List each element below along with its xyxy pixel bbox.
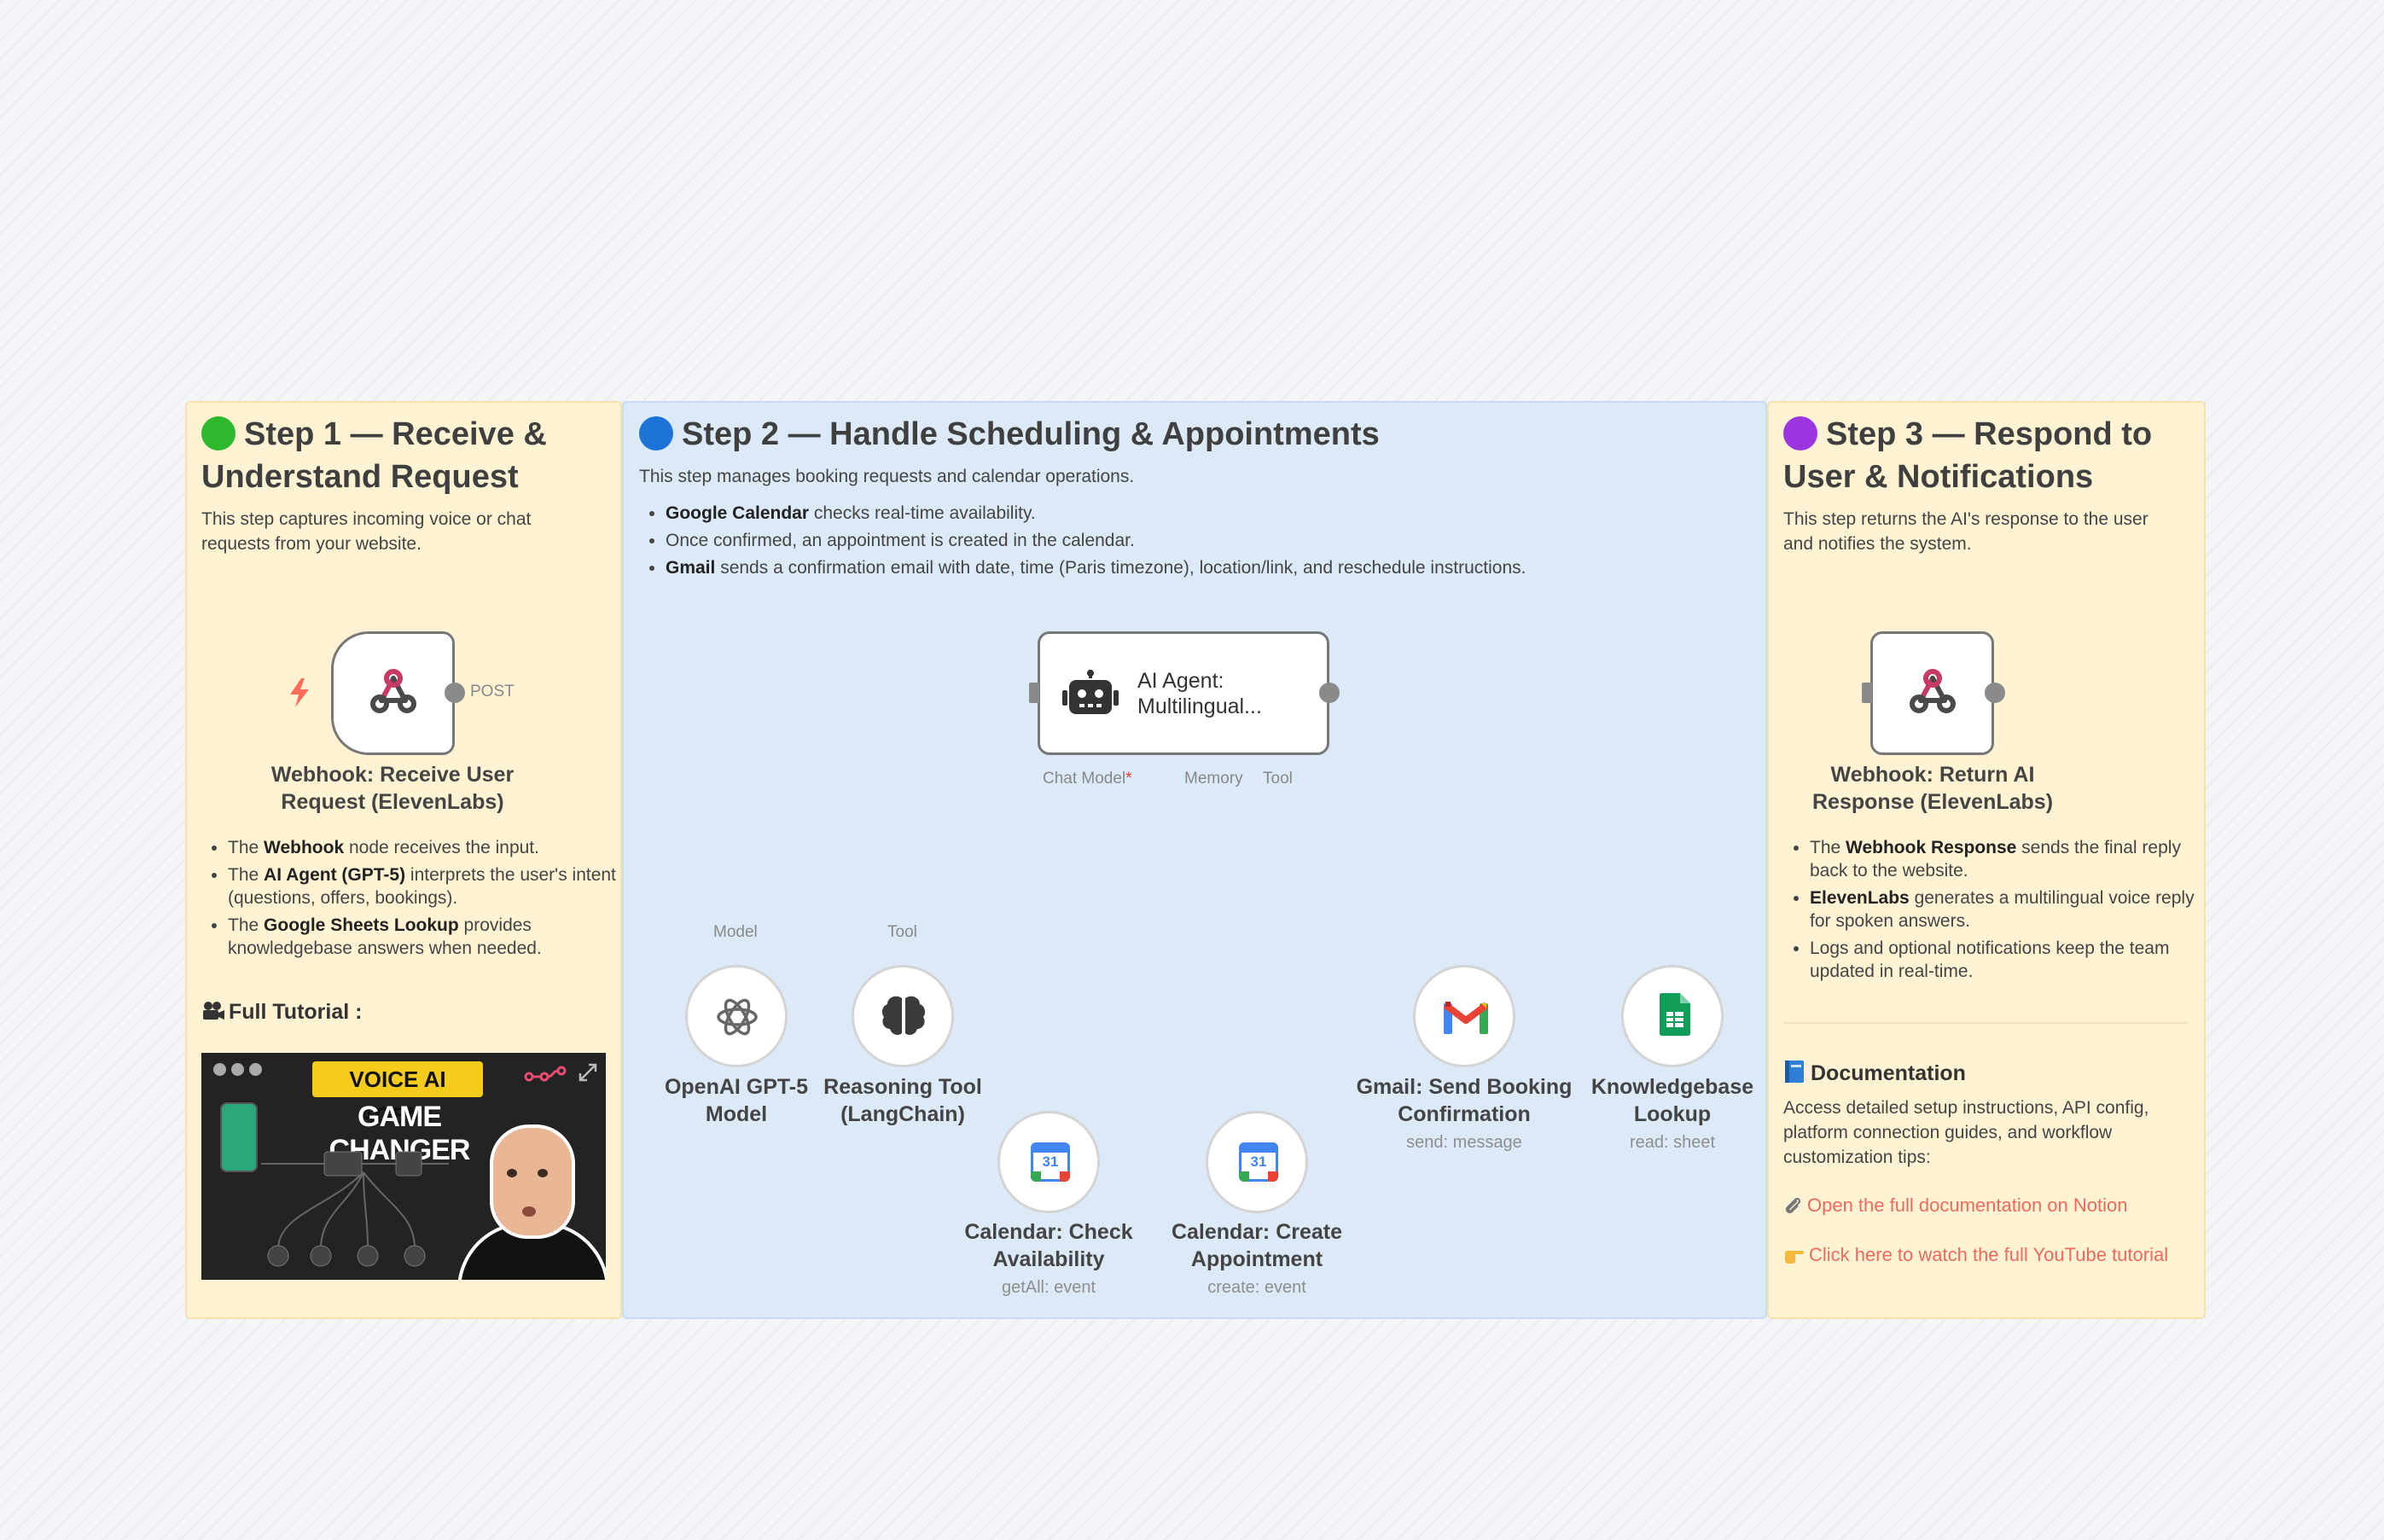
google-sheets-icon (1660, 993, 1690, 1036)
green-circle-icon (201, 416, 235, 450)
window-dots (213, 1063, 262, 1080)
youtube-tutorial-link[interactable]: Click here to watch the full YouTube tut… (1783, 1244, 2168, 1266)
chat-model-port-label: Chat Model* (1043, 770, 1132, 787)
step2-notes: Google Calendar checks real-time availab… (640, 502, 1775, 584)
step3-note: The Webhook Response sends the final rep… (1810, 836, 2211, 882)
blue-circle-icon (639, 416, 673, 450)
step2-title: Step 2 — Handle Scheduling & Appointment… (639, 413, 1748, 456)
step3-description: This step returns the AI's response to t… (1783, 509, 2149, 554)
full-tutorial-heading: Full Tutorial : (201, 1000, 362, 1025)
gmail-icon (1444, 1002, 1488, 1034)
trigger-bolt-icon (290, 678, 309, 707)
step3-note: Logs and optional notifications keep the… (1810, 937, 2211, 983)
reasoning-tool-label: Reasoning Tool(LangChain) (823, 1075, 982, 1126)
step3-note: ElevenLabs generates a multilingual voic… (1810, 886, 2211, 933)
calendar-create-node[interactable]: 31 (1206, 1111, 1308, 1213)
calendar-check-operation: getAll: event (1001, 1278, 1096, 1297)
model-port-label: Model (713, 923, 758, 941)
google-calendar-icon: 31 (1031, 1142, 1070, 1182)
webhook-output-port[interactable] (445, 683, 465, 703)
notion-documentation-link[interactable]: Open the full documentation on Notion (1783, 1194, 2127, 1217)
gmail-operation: send: message (1406, 1133, 1522, 1152)
calendar-create-operation: create: event (1207, 1278, 1306, 1297)
google-calendar-icon: 31 (1239, 1142, 1278, 1182)
step1-description: This step captures incoming voice or cha… (201, 509, 532, 554)
knowledgebase-operation: read: sheet (1629, 1133, 1716, 1152)
step1-note: The Google Sheets Lookup provides knowle… (228, 914, 620, 960)
openai-icon (717, 998, 758, 1036)
step3-notes: The Webhook Response sends the final rep… (1784, 836, 2211, 987)
knowledgebase-node[interactable] (1621, 965, 1724, 1067)
webhook-receive-node[interactable] (331, 631, 455, 755)
film-camera-icon (203, 1002, 224, 1020)
step1-title: Step 1 — Receive & Understand Request (201, 416, 547, 495)
book-icon (1785, 1061, 1804, 1083)
presenter-photo (457, 1121, 606, 1280)
webhook-icon (1910, 669, 1956, 713)
tutorial-video-thumbnail[interactable]: VOICE AI AGENT GAME CHANGER (201, 1053, 606, 1280)
gmail-node[interactable] (1413, 965, 1515, 1067)
purple-circle-icon (1783, 416, 1817, 450)
n8n-logo-icon (524, 1066, 567, 1082)
reasoning-tool-port-label: Tool (887, 923, 917, 941)
webhook-response-node[interactable] (1870, 631, 1994, 755)
robot-icon (1062, 670, 1119, 714)
step2-note: Once confirmed, an appointment is create… (666, 529, 1775, 552)
step1-note: The Webhook node receives the input. (228, 836, 620, 859)
ai-agent-label: AI Agent:Multilingual... (1137, 669, 1262, 718)
step3-panel (1767, 401, 2206, 1319)
documentation-heading: Documentation (1783, 1060, 1966, 1086)
documentation-description: Access detailed setup instructions, API … (1783, 1098, 2149, 1167)
step3-title: Step 3 — Respond to User & Notifications (1783, 416, 2153, 495)
brain-icon (881, 996, 926, 1036)
response-input-port[interactable] (1862, 683, 1872, 703)
post-port-label: POST (470, 683, 515, 700)
agent-input-port[interactable] (1029, 683, 1039, 703)
pointing-hand-icon (1785, 1251, 1805, 1264)
calendar-check-node[interactable]: 31 (997, 1111, 1100, 1213)
tool-port-label: Tool (1263, 770, 1293, 787)
response-output-port[interactable] (1985, 683, 2005, 703)
expand-icon[interactable] (579, 1063, 597, 1082)
step3-divider (1783, 1022, 2188, 1024)
step1-notes: The Webhook node receives the input. The… (202, 836, 620, 964)
mini-workflow-graphic (261, 1151, 449, 1267)
phone-mockup (220, 1102, 258, 1172)
step2-note: Gmail sends a confirmation email with da… (666, 556, 1775, 579)
step2-description: This step manages booking requests and c… (639, 467, 1135, 486)
step2-panel (622, 401, 1767, 1319)
paperclip-icon (1785, 1197, 1801, 1214)
agent-output-port[interactable] (1319, 683, 1340, 703)
step1-note: The AI Agent (GPT-5) interprets the user… (228, 863, 620, 909)
step2-note: Google Calendar checks real-time availab… (666, 502, 1775, 525)
ai-agent-node[interactable]: AI Agent:Multilingual... (1038, 631, 1329, 755)
openai-node[interactable] (685, 965, 788, 1067)
webhook-icon (370, 669, 416, 713)
video-badge: VOICE AI AGENT (312, 1061, 483, 1128)
memory-port-label: Memory (1184, 770, 1243, 787)
reasoning-tool-node[interactable] (852, 965, 954, 1067)
